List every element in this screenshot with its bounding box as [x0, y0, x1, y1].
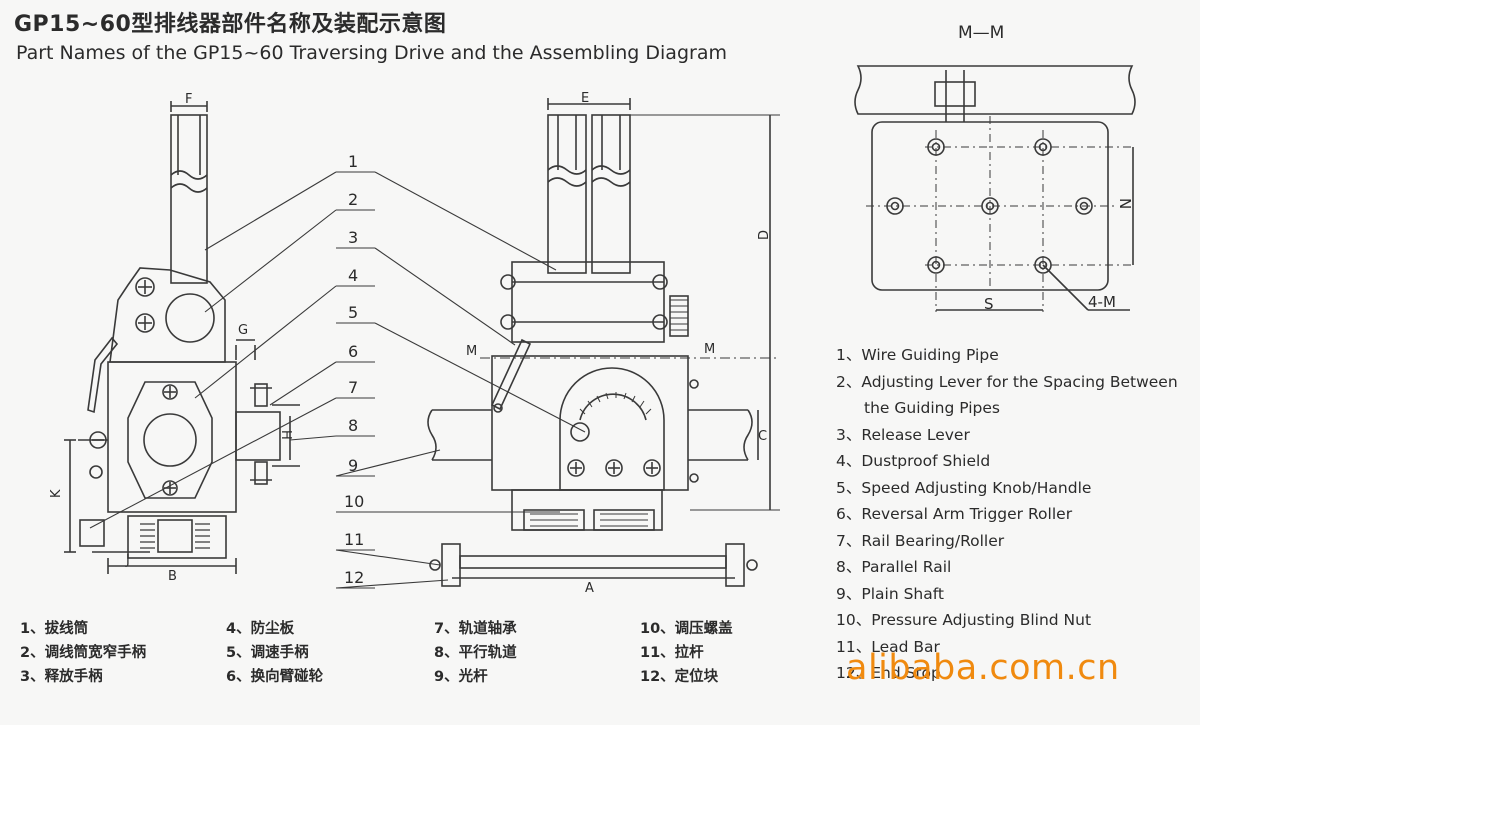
callout-7: 7 — [348, 378, 358, 397]
front-speed-knob — [570, 422, 590, 442]
callout-1: 1 — [348, 152, 358, 171]
side-spacing-knob — [165, 293, 215, 343]
dim-label-m-left: M — [466, 344, 477, 359]
dim-label-h: H — [278, 430, 293, 440]
front-view: E M M — [427, 91, 780, 596]
watermark: alibaba.com.cn — [846, 648, 1120, 688]
side-view: F — [49, 92, 300, 584]
dim-label-e: E — [581, 91, 589, 106]
callout-12: 12 — [344, 568, 364, 587]
front-roller-block — [511, 261, 665, 343]
dim-label-s: S — [984, 295, 994, 313]
callout-9: 9 — [348, 456, 358, 475]
side-upper-bracket — [109, 267, 226, 363]
legend-item: 11、Lead Bar — [836, 637, 940, 656]
legend-item: 9、Plain Shaft — [836, 584, 945, 603]
title-chinese: GP15~60型排线器部件名称及装配示意图 — [14, 12, 447, 37]
front-plain-shaft-left — [427, 409, 492, 461]
dim-label-k: K — [49, 489, 64, 498]
legend-item: 7、Rail Bearing/Roller — [836, 531, 1005, 550]
section-hole — [886, 197, 904, 215]
legend-cn-item: 11、拉杆 — [640, 645, 704, 661]
legend-item: 8、Parallel Rail — [836, 558, 952, 576]
diagram-sheet: GP15~60型排线器部件名称及装配示意图 Part Names of the … — [14, 12, 1196, 689]
dim-label-g: G — [238, 323, 248, 338]
dim-label-a: A — [585, 581, 594, 596]
section-top-plate — [854, 65, 1136, 115]
legend-item-continued: the Guiding Pipes — [864, 399, 1001, 417]
front-end-stop-right — [725, 543, 745, 587]
callout-8: 8 — [348, 416, 358, 435]
legend-item: 10、Pressure Adjusting Blind Nut — [836, 611, 1092, 629]
legend-cn-item: 4、防尘板 — [226, 621, 295, 637]
front-main-housing — [491, 355, 689, 491]
front-guide-tube-left — [547, 114, 587, 274]
section-hole — [1034, 138, 1052, 156]
section-hole — [927, 256, 945, 274]
dim-label-n: N — [1116, 198, 1134, 209]
legend-chinese-col-2: 4、防尘板 5、调速手柄 6、换向臂碰轮 — [226, 617, 323, 689]
callout-6: 6 — [348, 342, 358, 361]
dim-label-4m: 4-M — [1088, 293, 1116, 311]
section-hole — [1075, 197, 1093, 215]
side-release-lever — [87, 336, 119, 414]
legend-cn-item: 12、定位块 — [640, 669, 719, 685]
legend-english: 1、Wire Guiding Pipe 2、Adjusting Lever fo… — [836, 342, 1196, 687]
dim-label-d: D — [757, 230, 772, 240]
section-mm-view: M—M N S — [854, 23, 1136, 313]
legend-cn-item: 3、释放手柄 — [20, 669, 103, 685]
front-speed-dial — [559, 367, 665, 491]
legend-chinese-col-3: 7、轨道轴承 8、平行轨道 9、光杆 — [434, 617, 517, 689]
legend-cn-item: 5、调速手柄 — [226, 645, 309, 661]
section-hole — [1034, 256, 1052, 274]
side-tube-break — [170, 170, 208, 193]
title-english: Part Names of the GP15~60 Traversing Dri… — [16, 42, 727, 64]
section-hole — [927, 138, 945, 156]
legend-cn-item: 2、调线筒宽窄手柄 — [20, 645, 147, 661]
legend-cn-item: 10、调压螺盖 — [640, 621, 733, 637]
callout-11: 11 — [344, 530, 364, 549]
dim-label-j: J — [125, 553, 130, 568]
legend-cn-item: 8、平行轨道 — [434, 645, 517, 661]
dim-label-c: C — [758, 429, 767, 444]
section-label: M—M — [958, 23, 1004, 43]
legend-item: 5、Speed Adjusting Knob/Handle — [836, 478, 1092, 497]
legend-cn-item: 9、光杆 — [434, 669, 488, 685]
legend-item: 3、Release Lever — [836, 425, 970, 444]
front-lead-bar — [459, 555, 727, 569]
front-guide-tube-right — [591, 114, 631, 274]
dim-label-m-right: M — [704, 342, 715, 357]
side-rail-bearing — [127, 515, 227, 559]
legend-item: 4、Dustproof Shield — [836, 452, 991, 470]
callout-10: 10 — [344, 492, 364, 511]
section-hole — [981, 197, 999, 215]
assembly-drawing: F — [49, 23, 1136, 596]
dim-label-f: F — [185, 92, 192, 107]
legend-item: 12、End Stop — [836, 664, 941, 682]
front-release-lever — [490, 338, 532, 411]
legend-chinese-col-4: 10、调压螺盖 11、拉杆 12、定位块 — [640, 617, 733, 689]
front-rail-assembly — [511, 489, 663, 531]
legend-cn-item: 7、轨道轴承 — [434, 621, 517, 637]
callouts: 1 2 3 4 5 6 7 8 9 10 11 12 — [89, 152, 586, 589]
legend-cn-item: 1、拔线筒 — [20, 621, 89, 637]
legend-chinese-col-1: 1、拔线筒 2、调线筒宽窄手柄 3、释放手柄 — [20, 617, 146, 689]
legend-item: 2、Adjusting Lever for the Spacing Betwee… — [836, 372, 1178, 391]
callout-3: 3 — [348, 228, 358, 247]
dim-label-b: B — [168, 569, 177, 584]
legend-item: 1、Wire Guiding Pipe — [836, 346, 999, 364]
legend-cn-item: 6、换向臂碰轮 — [226, 669, 324, 685]
callout-5: 5 — [348, 303, 358, 322]
callout-2: 2 — [348, 190, 358, 209]
callout-4: 4 — [348, 266, 358, 285]
legend-item: 6、Reversal Arm Trigger Roller — [836, 505, 1073, 523]
side-guide-tube — [170, 114, 208, 284]
